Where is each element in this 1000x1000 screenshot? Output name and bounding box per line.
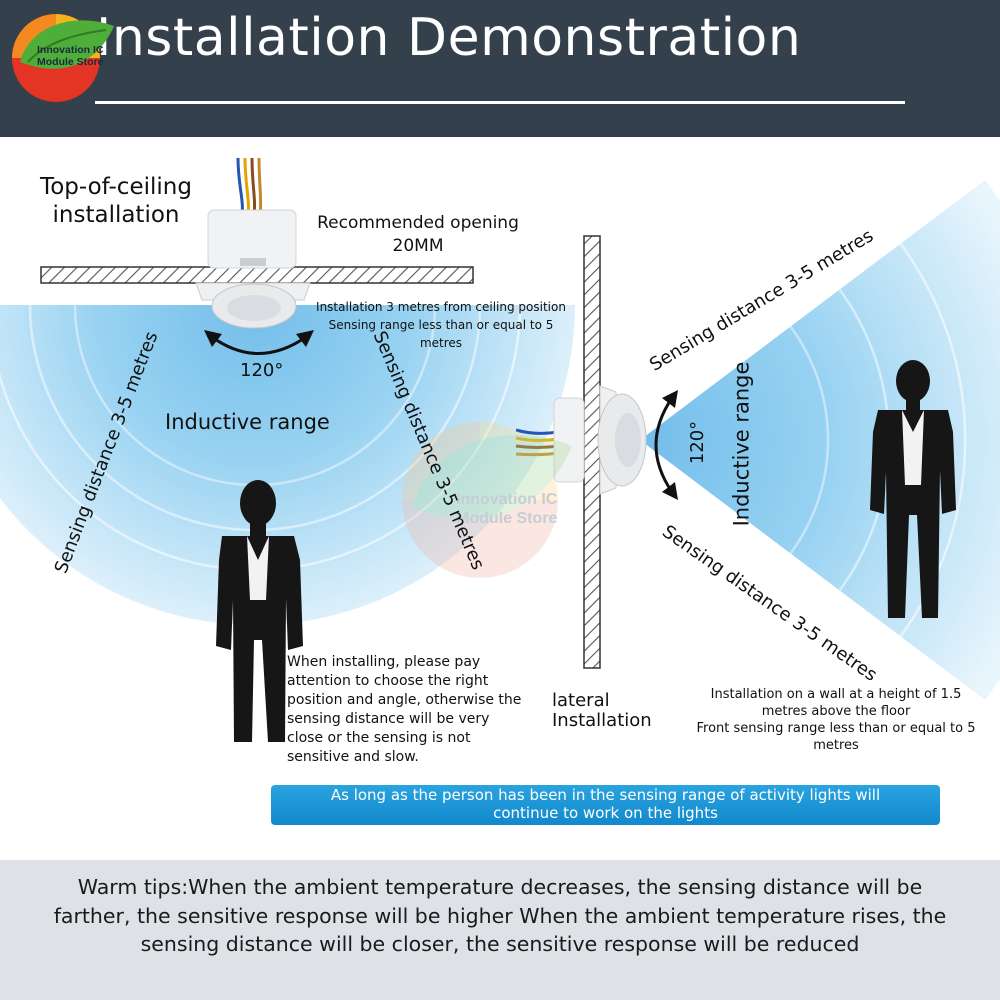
- lateral-note-line-4: metres: [813, 738, 859, 753]
- caution-line-5: close or the sensing is not: [287, 730, 471, 746]
- logo-line-1: Innovation IC: [37, 44, 104, 56]
- recommended-opening-label: Recommended opening 20MM: [296, 212, 540, 258]
- opening-line-1: Recommended opening: [317, 213, 519, 233]
- lateral-install-note: Installation on a wall at a height of 1.…: [686, 686, 986, 754]
- lateral-heading-line-1: lateral: [552, 690, 610, 711]
- lateral-angle-label: 120°: [687, 420, 709, 465]
- lateral-sensor-icon: [515, 385, 647, 495]
- ceiling-install-note: Installation 3 metres from ceiling posit…: [300, 298, 582, 352]
- caution-line-3: position and angle, otherwise the: [287, 692, 522, 708]
- banner-text: As long as the person has been in the se…: [271, 786, 940, 822]
- tips-line-1: Warm tips:When the ambient temperature d…: [77, 875, 923, 899]
- banner-line-2: continue to work on the lights: [493, 804, 718, 822]
- watermark-text: Innovation IC Module Store: [456, 490, 557, 528]
- watermark-line-2: Module Store: [456, 510, 558, 527]
- ceiling-inductive-range-label: Inductive range: [165, 410, 330, 434]
- activity-banner: As long as the person has been in the se…: [271, 785, 940, 825]
- opening-line-2: 20MM: [392, 236, 444, 256]
- ceiling-heading-line-2: installation: [52, 202, 180, 228]
- ceiling-angle-arrow-icon: [211, 335, 307, 355]
- page-title: Installation Demonstration: [96, 8, 802, 68]
- ceiling-heading: Top-of-ceiling installation: [25, 173, 207, 229]
- tips-line-2: farther, the sensitive response will be …: [53, 903, 947, 928]
- logo-line-2: Module Store: [37, 56, 104, 68]
- ceiling-note-line-1: Installation 3 metres from ceiling posit…: [316, 300, 566, 314]
- wall-board: [583, 235, 601, 669]
- title-underline: [95, 101, 905, 104]
- installation-caution-note: When installing, please pay attention to…: [287, 653, 521, 767]
- tips-line-3: sensing distance will be closer, the sen…: [140, 932, 860, 956]
- header-bar: [0, 0, 1000, 137]
- caution-line-4: sensing distance will be very: [287, 711, 490, 727]
- warm-tips-text: Warm tips:When the ambient temperature d…: [16, 873, 984, 959]
- lateral-heading-line-2: Installation: [552, 710, 652, 731]
- ceiling-sensor-icon: [195, 157, 311, 329]
- ceiling-angle-label: 120°: [240, 360, 284, 381]
- lateral-heading: lateral Installation: [552, 691, 652, 731]
- ceiling-note-line-2: Sensing range less than or equal to 5: [328, 318, 554, 332]
- caution-line-1: When installing, please pay: [287, 654, 481, 670]
- ceiling-board: [40, 266, 474, 284]
- lateral-note-line-3: Front sensing range less than or equal t…: [696, 721, 976, 736]
- warm-tips-panel: Warm tips:When the ambient temperature d…: [0, 860, 1000, 1000]
- person-silhouette-left-icon: [216, 480, 303, 742]
- store-logo-icon: [12, 14, 114, 102]
- caution-line-2: attention to choose the right: [287, 673, 489, 689]
- lateral-note-line-2: metres above the floor: [761, 704, 911, 719]
- lateral-note-line-1: Installation on a wall at a height of 1.…: [710, 687, 962, 702]
- watermark-logo-icon: [402, 422, 572, 578]
- lateral-inductive-range-label: Inductive range: [729, 361, 754, 527]
- ceiling-note-line-3: metres: [419, 336, 463, 350]
- logo-text: Innovation IC Module Store: [37, 44, 104, 68]
- person-silhouette-right-icon: [870, 360, 956, 618]
- banner-line-1: As long as the person has been in the se…: [330, 786, 881, 804]
- ceiling-heading-line-1: Top-of-ceiling: [40, 174, 192, 200]
- lateral-angle-arrow-icon: [654, 397, 674, 493]
- caution-line-6: sensitive and slow.: [287, 749, 419, 765]
- watermark-line-1: Innovation IC: [456, 491, 558, 508]
